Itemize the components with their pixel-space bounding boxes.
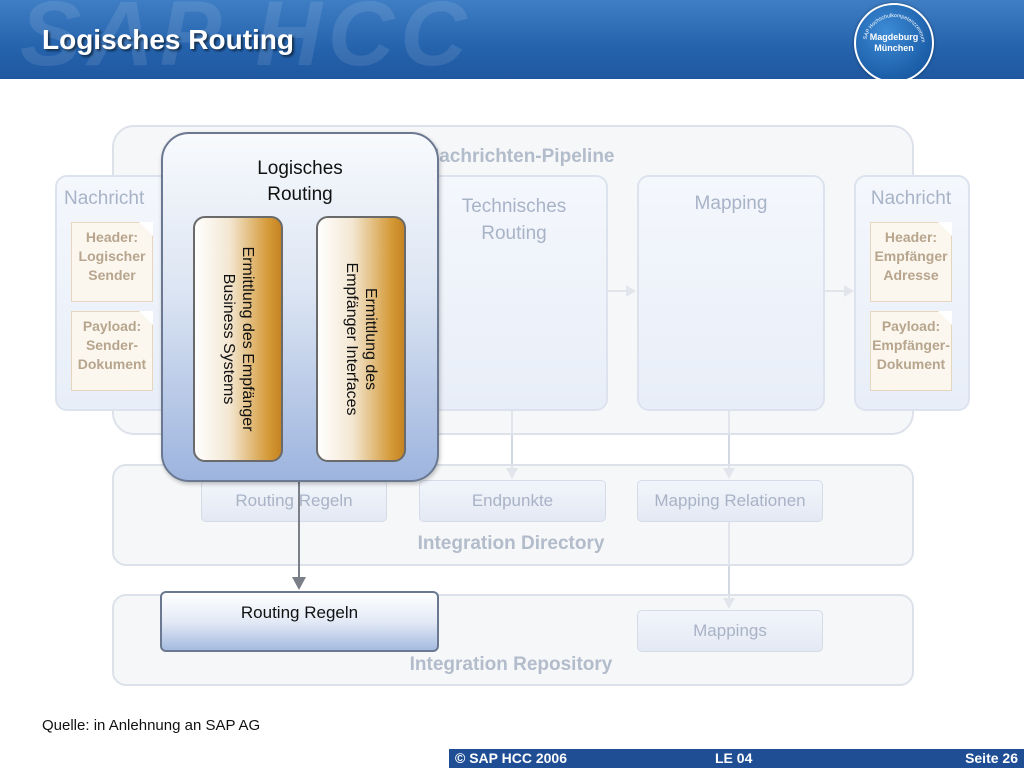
doc-line: Header: bbox=[884, 229, 938, 245]
target-header-document: Header: Empfänger Adresse bbox=[870, 222, 952, 302]
directory-item-routing-rules: Routing Regeln bbox=[201, 480, 387, 522]
logical-routing-box: Logisches Routing Ermittlung des Empfäng… bbox=[161, 132, 439, 482]
substep-line: Ermittlung des bbox=[362, 287, 379, 391]
logical-routing-title-line: Routing bbox=[267, 184, 333, 205]
institution-logo: SAP Hochschulkompetenzzentrum Magdeburg … bbox=[854, 3, 934, 79]
target-payload-document: Payload: Empfänger- Dokument bbox=[870, 311, 952, 391]
substep-business-system-label: Ermittlung des Empfänger Business System… bbox=[219, 221, 257, 457]
substep-interfaces-label: Ermittlung des Empfänger Interfaces bbox=[342, 221, 380, 457]
doc-line: Logischer bbox=[78, 248, 146, 264]
target-message-label: Nachricht bbox=[870, 188, 952, 209]
mapping-box: Mapping bbox=[637, 175, 825, 411]
mapping-label: Mapping bbox=[694, 193, 768, 214]
doc-line: Header: bbox=[85, 229, 139, 245]
repository-item-mappings: Mappings bbox=[637, 610, 823, 652]
header-watermark: SAP HCC bbox=[20, 0, 473, 79]
doc-line: Payload: bbox=[881, 318, 941, 334]
logical-routing-title: Logisches Routing bbox=[163, 156, 437, 208]
logo-arc-icon: SAP Hochschulkompetenzzentrum bbox=[863, 13, 926, 43]
integration-repository-title: Integration Repository bbox=[409, 654, 613, 675]
substep-line: Empfänger Interfaces bbox=[343, 262, 360, 416]
substep-interfaces: Ermittlung des Empfänger Interfaces bbox=[316, 216, 406, 462]
doc-line: Sender- bbox=[85, 337, 139, 353]
source-payload-document: Payload: Sender- Dokument bbox=[71, 311, 153, 391]
doc-line: Payload: bbox=[82, 318, 142, 334]
integration-directory-title: Integration Directory bbox=[417, 533, 605, 554]
doc-line: Dokument bbox=[876, 356, 946, 372]
technical-routing-label-line: Routing bbox=[481, 223, 547, 244]
header-bar: SAP HCC Logisches Routing SAP Hochschulk… bbox=[0, 0, 1024, 79]
logo-line-2: München bbox=[874, 43, 914, 53]
arrow-head-routing-rules bbox=[292, 577, 306, 590]
doc-line: Dokument bbox=[77, 356, 147, 372]
substep-line: Business Systems bbox=[220, 273, 237, 405]
footer-bar: © SAP HCC 2006 LE 04 Seite 26 bbox=[449, 749, 1024, 768]
technical-routing-box: Technisches Routing bbox=[420, 175, 608, 411]
substep-business-system: Ermittlung des Empfänger Business System… bbox=[193, 216, 283, 462]
technical-routing-label-line: Technisches bbox=[461, 196, 567, 217]
repository-routing-rules-box: Routing Regeln bbox=[160, 591, 439, 652]
footer-page-number: Seite 26 bbox=[965, 750, 1018, 766]
doc-line: Empfänger bbox=[874, 248, 948, 264]
logical-routing-title-line: Logisches bbox=[257, 158, 343, 179]
directory-item-endpoints: Endpunkte bbox=[419, 480, 606, 522]
doc-line: Empfänger- bbox=[872, 337, 950, 353]
page-title: Logisches Routing bbox=[42, 24, 294, 55]
pipeline-title: Nachrichten-Pipeline bbox=[425, 146, 615, 167]
logo-line-1: Magdeburg bbox=[869, 32, 919, 42]
substep-line: Ermittlung des Empfänger bbox=[239, 246, 256, 432]
footer-copyright: © SAP HCC 2006 bbox=[455, 750, 567, 766]
directory-item-mapping-relations: Mapping Relationen bbox=[637, 480, 823, 522]
source-citation: Quelle: in Anlehnung an SAP AG bbox=[42, 717, 261, 734]
source-header-document: Header: Logischer Sender bbox=[71, 222, 153, 302]
doc-line: Sender bbox=[88, 267, 136, 283]
source-message-label: Nachricht bbox=[64, 188, 145, 209]
footer-unit: LE 04 bbox=[715, 750, 753, 766]
doc-line: Adresse bbox=[883, 267, 939, 283]
